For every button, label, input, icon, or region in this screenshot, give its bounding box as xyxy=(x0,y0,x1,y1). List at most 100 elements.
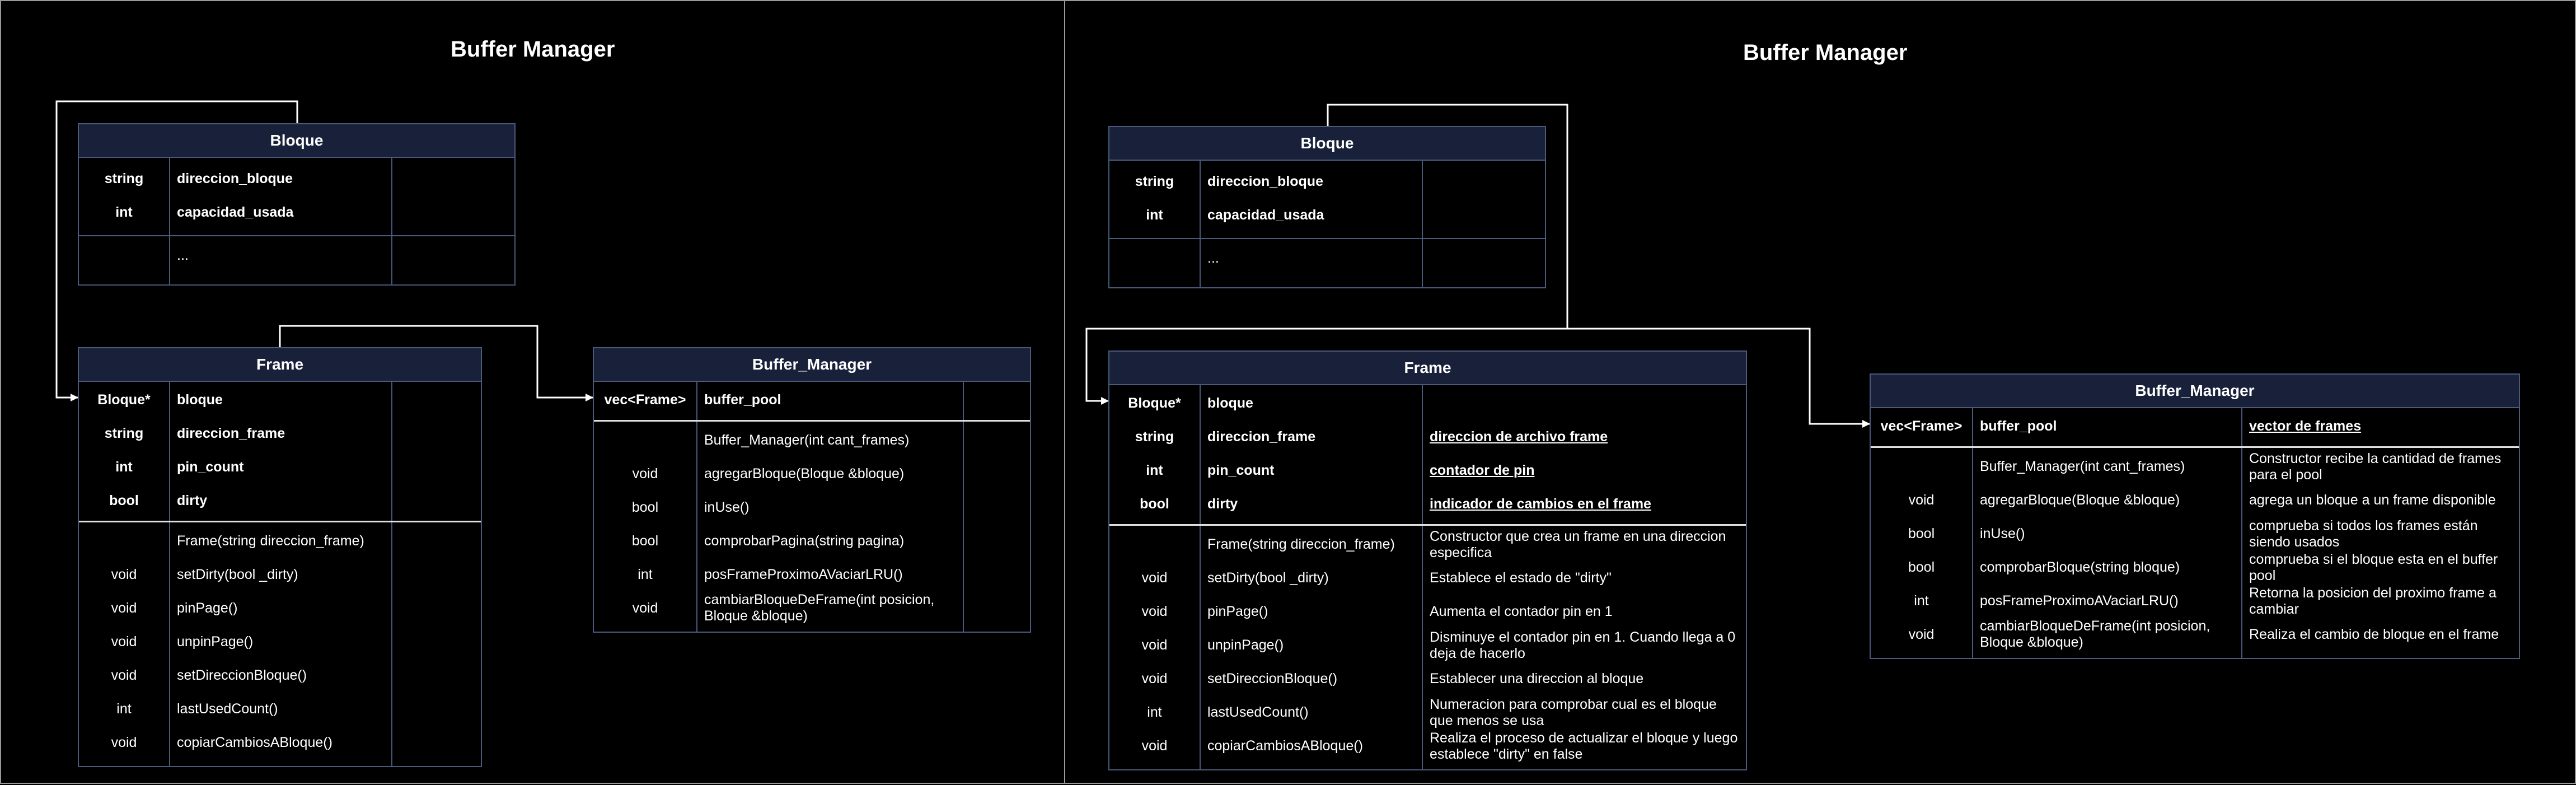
column-divider xyxy=(963,381,964,632)
method-signature: ... xyxy=(1207,250,1219,266)
method-description: Numeracion para comprobar cual es el blo… xyxy=(1430,697,1717,728)
column-divider xyxy=(391,157,392,284)
attribute-name: pin_count xyxy=(177,459,244,475)
method-description: Aumenta el contador pin en 1 xyxy=(1430,604,1613,619)
method-signature: setDirty(bool _dirty) xyxy=(1207,570,1329,586)
class-name-header: Bloque xyxy=(79,124,514,158)
column-divider xyxy=(1422,160,1423,287)
attribute-description: vector de frames xyxy=(2249,418,2362,434)
method-signature: Buffer_Manager(int cant_frames) xyxy=(704,432,910,448)
method-return-type: int xyxy=(1147,704,1162,720)
class-name-header: Buffer_Manager xyxy=(1871,375,2519,408)
method-description: Disminuye el contador pin en 1. Cuando l… xyxy=(1430,629,1736,661)
class-name-header: Frame xyxy=(1109,352,1746,385)
column-divider xyxy=(1200,384,1201,769)
method-signature: inUse() xyxy=(1980,526,2025,541)
attribute-type: vec<Frame> xyxy=(1880,418,1963,434)
method-return-type: void xyxy=(1141,604,1168,619)
column-divider xyxy=(169,157,170,284)
column-divider xyxy=(1200,160,1201,287)
edge-bloque-to-frame-left xyxy=(55,100,298,401)
method-signature: lastUsedCount() xyxy=(1207,704,1309,720)
method-description: agrega un bloque a un frame disponible xyxy=(2249,492,2496,508)
method-signature: agregarBloque(Bloque &bloque) xyxy=(704,466,905,482)
right-diagram-panel xyxy=(1064,0,2576,784)
attribute-name: direccion_frame xyxy=(177,426,285,441)
attribute-name: direccion_bloque xyxy=(1207,174,1323,189)
method-return-type: void xyxy=(1141,637,1168,653)
attribute-type: int xyxy=(1146,207,1163,223)
method-signature: inUse() xyxy=(704,499,750,515)
method-signature: setDireccionBloque() xyxy=(1207,671,1338,686)
method-return-type: bool xyxy=(1908,526,1935,541)
attribute-type: bool xyxy=(1140,496,1169,512)
attribute-name: bloque xyxy=(177,392,223,408)
attribute-type: string xyxy=(104,426,144,441)
diagram-title-left: Buffer Manager xyxy=(451,37,615,62)
method-signature: unpinPage() xyxy=(177,634,254,650)
column-divider xyxy=(1972,407,1973,658)
method-description: comprueba si todos los frames están sien… xyxy=(2249,518,2478,550)
method-description: Constructor recibe la cantidad de frames… xyxy=(2249,451,2502,483)
method-description: Establece el estado de "dirty" xyxy=(1430,570,1612,586)
method-signature: comprobarBloque(string bloque) xyxy=(1980,559,2180,575)
method-description: Realiza el proceso de actualizar el bloq… xyxy=(1430,730,1738,762)
compartment-separator xyxy=(79,235,514,236)
attribute-name: buffer_pool xyxy=(1980,418,2057,434)
method-return-type: void xyxy=(111,735,137,750)
method-return-type: void xyxy=(111,600,137,616)
compartment-separator xyxy=(594,420,1030,422)
method-return-type: void xyxy=(1141,671,1168,686)
method-description: Realiza el cambio de bloque en el frame xyxy=(2249,627,2499,642)
method-signature: copiarCambiosABloque() xyxy=(177,735,332,750)
method-signature: posFrameProximoAVaciarLRU() xyxy=(1980,593,2179,609)
attribute-description: direccion de archivo frame xyxy=(1430,429,1608,445)
method-description: comprueba si el bloque esta en el buffer… xyxy=(2249,552,2498,583)
compartment-separator xyxy=(1109,524,1746,526)
attribute-type: string xyxy=(104,171,144,186)
attribute-name: capacidad_usada xyxy=(1207,207,1324,223)
column-divider xyxy=(2241,407,2242,658)
edge-frame-to-buffer-manager-left xyxy=(279,325,593,401)
compartment-separator xyxy=(79,521,481,522)
class-name-header: Frame xyxy=(79,348,481,382)
class-name-header: Bloque xyxy=(1109,127,1545,161)
attribute-type: Bloque* xyxy=(97,392,151,408)
method-signature: unpinPage() xyxy=(1207,637,1284,653)
method-signature: Frame(string direccion_frame) xyxy=(1207,536,1395,552)
class-name-header: Buffer_Manager xyxy=(594,348,1030,382)
method-signature: Frame(string direccion_frame) xyxy=(177,533,364,549)
method-signature: Buffer_Manager(int cant_frames) xyxy=(1980,459,2185,474)
attribute-description: indicador de cambios en el frame xyxy=(1430,496,1651,512)
method-signature: pinPage() xyxy=(1207,604,1268,619)
attribute-type: Bloque* xyxy=(1128,395,1181,411)
method-return-type: void xyxy=(1908,627,1935,642)
method-signature: copiarCambiosABloque() xyxy=(1207,738,1363,754)
method-signature: setDireccionBloque() xyxy=(177,667,307,683)
method-return-type: void xyxy=(111,567,137,582)
method-return-type: void xyxy=(632,466,658,482)
attribute-description: contador de pin xyxy=(1430,462,1535,478)
attribute-type: int xyxy=(115,459,133,475)
method-signature: posFrameProximoAVaciarLRU() xyxy=(704,567,903,582)
diagram-title-right: Buffer Manager xyxy=(1743,40,1908,65)
method-return-type: int xyxy=(116,701,132,717)
column-divider xyxy=(1422,384,1423,769)
attribute-name: direccion_bloque xyxy=(177,171,293,186)
attribute-type: int xyxy=(115,204,133,220)
method-return-type: void xyxy=(1908,492,1935,508)
edge-frame-to-buffer-manager-right xyxy=(1567,328,1870,428)
method-description: Retorna la posicion del proximo frame a … xyxy=(2249,585,2497,617)
method-signature: cambiarBloqueDeFrame(int posicion, Bloqu… xyxy=(1980,618,2210,650)
attribute-name: direccion_frame xyxy=(1207,429,1316,445)
method-return-type: void xyxy=(1141,570,1168,586)
attribute-type: vec<Frame> xyxy=(604,392,686,408)
method-description: Constructor que crea un frame en una dir… xyxy=(1430,529,1726,560)
method-signature: comprobarPagina(string pagina) xyxy=(704,533,905,549)
